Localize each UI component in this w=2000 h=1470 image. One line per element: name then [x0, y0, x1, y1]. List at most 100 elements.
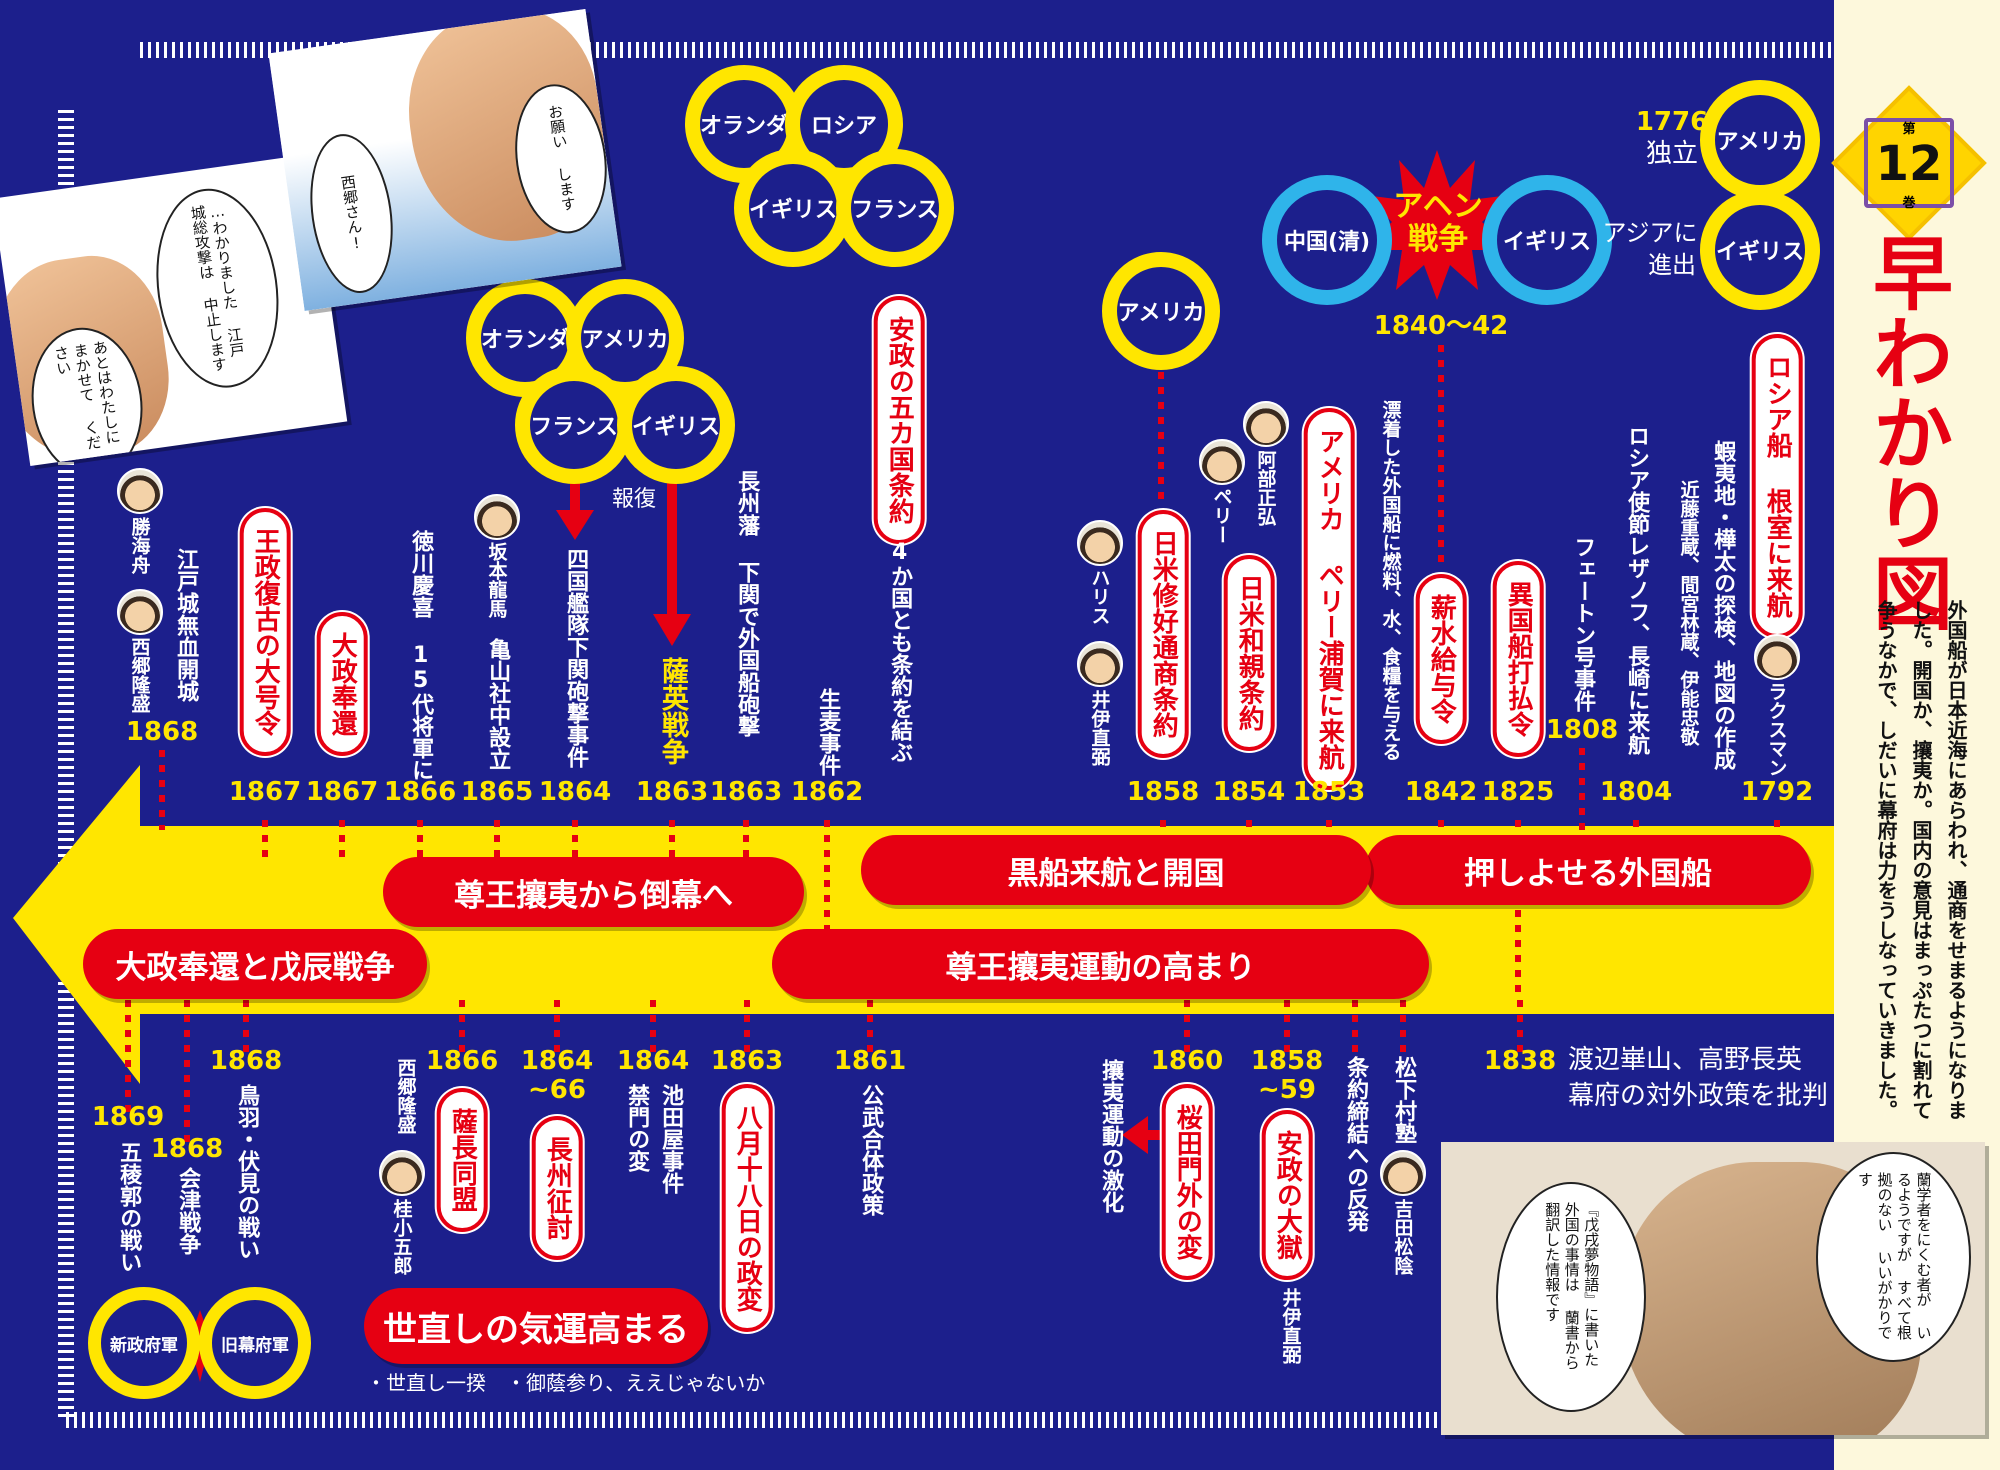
person-name: 勝海舟 [128, 517, 151, 574]
dotted-connector [824, 820, 830, 1000]
dotted-connector [262, 820, 268, 860]
country-circle: イギリス [1482, 175, 1612, 305]
dotted-connector [1284, 1000, 1290, 1058]
speech-bubble: 蘭学者をにくむ者が いるようですが すべて根拠のない いいがかりです [1816, 1152, 1971, 1362]
year-label: 1863 [635, 777, 709, 807]
event-label: 蝦夷地・樺太の探検、地図の作成 [1710, 440, 1736, 770]
year-label: 1804 [1599, 777, 1673, 807]
year-label: 1866 [383, 777, 457, 807]
manga-panel-top: お願い します 西郷さん! [268, 8, 622, 312]
event-label: 江戸城無血開城 [173, 548, 199, 702]
person-name: 阿部正弘 [1254, 450, 1277, 526]
era-band-label: 押しよせる外国船 [1365, 835, 1811, 905]
event-label: 禁門の変 [624, 1084, 650, 1172]
year-label: 1867 [305, 777, 379, 807]
era-band-label: 黒船来航と開国 [861, 835, 1371, 905]
year-label: 1861 [833, 1046, 907, 1076]
dotted-connector [243, 1000, 249, 1058]
event-label: 徳川慶喜 15代将軍に [408, 530, 434, 781]
dotted-connector [1184, 1000, 1190, 1058]
year-label: 1867 [228, 777, 302, 807]
dotted-connector [339, 820, 345, 860]
dotted-connector [1517, 1000, 1523, 1058]
event-label: 安政の大獄 [1261, 1110, 1313, 1280]
manga-panel-bottom-right: 『戊戌夢物語』に書いた 外国の事情は 蘭書から 翻訳した情報です 蘭学者をにくむ… [1441, 1142, 1985, 1435]
dotted-connector [1515, 820, 1521, 1000]
portrait-avatar [1077, 641, 1123, 687]
portrait-avatar [379, 1150, 425, 1196]
page-title: 早わかり図 [1860, 232, 1953, 632]
event-label: 王政復古の大号令 [239, 508, 291, 756]
year-label: 1868 [209, 1046, 283, 1076]
speech-bubble: 『戊戌夢物語』に書いた 外国の事情は 蘭書から 翻訳した情報です [1496, 1182, 1646, 1412]
year-label: 1869 [91, 1102, 165, 1132]
event-label: 日米和親条約 [1223, 555, 1275, 751]
person-name: 西郷隆盛 [128, 637, 151, 713]
retaliation-label: 報復 [612, 487, 657, 512]
country-circle: 中国(清) [1262, 175, 1392, 305]
arrow-retaliation [556, 478, 594, 540]
country-circle: 旧幕府軍 [199, 1287, 311, 1399]
year-label: 1864 [616, 1046, 690, 1076]
year-label: 1838 [1483, 1046, 1557, 1076]
person-name: 井伊直弼 [1088, 690, 1111, 766]
year-label: 1865 [460, 777, 534, 807]
dotted-connector [417, 820, 423, 860]
volume-suffix: 巻 [1902, 196, 1916, 211]
country-circle: 新政府軍 [88, 1287, 200, 1399]
asia-label: 進出 [1648, 251, 1696, 279]
event-label: 安政の五カ国条約 [873, 296, 925, 544]
event-label: フェートン号事件 [1570, 536, 1596, 712]
country-circle: イギリス [1700, 190, 1820, 310]
event-label: 条約締結への反発 [1343, 1056, 1369, 1232]
year-label: 1854 [1212, 777, 1286, 807]
year-label: 1842 [1404, 777, 1478, 807]
dotted-connector [743, 820, 749, 860]
dotted-connector [554, 1000, 560, 1058]
event-label: 会津戦争 [175, 1167, 201, 1255]
event-label: ロシア使節レザノフ、長崎に来航 [1624, 425, 1650, 755]
person-name: 井伊直弼 [1279, 1288, 1302, 1364]
event-label: 八月十八日の政変 [721, 1084, 773, 1332]
country-circle: フランス [836, 149, 954, 267]
dotted-connector [867, 1000, 873, 1058]
speech-text: お願い します [545, 103, 578, 213]
yonaoshi-note: ・世直し一揆 ・御蔭参り、ええじゃないか [366, 1371, 766, 1395]
volume-badge-frame [1864, 118, 1954, 208]
event-label: 薪水給与令 [1415, 574, 1467, 744]
dotted-connector [650, 1000, 656, 1058]
country-circle: フランス [515, 366, 633, 484]
dotted-connector [1579, 748, 1585, 860]
event-label: 池田屋事件 [658, 1084, 684, 1194]
event-label: 亀山社中設立 [485, 638, 511, 770]
criticism-line: 渡辺崋山、高野長英 [1568, 1045, 1803, 1075]
volume-number: 12 [1875, 136, 1943, 192]
dotted-connector [1158, 372, 1164, 505]
independence-label: 独立 [1645, 139, 1699, 169]
speech-text: 蘭学者をにくむ者が いるようですが すべて根拠のない いいがかりです [1856, 1172, 1933, 1340]
year-label: 1868 [150, 1134, 224, 1164]
year-label: 1863 [710, 1046, 784, 1076]
dotted-connector [669, 820, 675, 860]
portrait-avatar [1754, 634, 1800, 680]
era-band-label: 尊王攘夷から倒幕へ [383, 857, 804, 927]
dotted-connector [494, 820, 500, 860]
year-label: 1868 [125, 717, 199, 747]
dotted-connector [159, 750, 165, 830]
year-label: 1853 [1292, 777, 1366, 807]
portrait-avatar [117, 468, 163, 514]
event-label: 生麦事件 [815, 688, 841, 776]
year-label: 1860 [1150, 1046, 1224, 1076]
event-label: 鳥羽・伏見の戦い [234, 1084, 260, 1260]
person-name: 坂本龍馬 [485, 542, 508, 618]
country-circle: イギリス [734, 149, 852, 267]
event-label: 薩長同盟 [436, 1088, 488, 1232]
person-name: 吉田松陰 [1391, 1199, 1414, 1275]
dotted-connector [1438, 345, 1444, 570]
country-circle: アメリカ [1700, 80, 1820, 200]
event-label: 松下村塾 [1391, 1056, 1417, 1144]
portrait-avatar [117, 589, 163, 635]
portrait-avatar [474, 494, 520, 540]
event-label: ロシア船 根室に来航 [1751, 334, 1803, 638]
